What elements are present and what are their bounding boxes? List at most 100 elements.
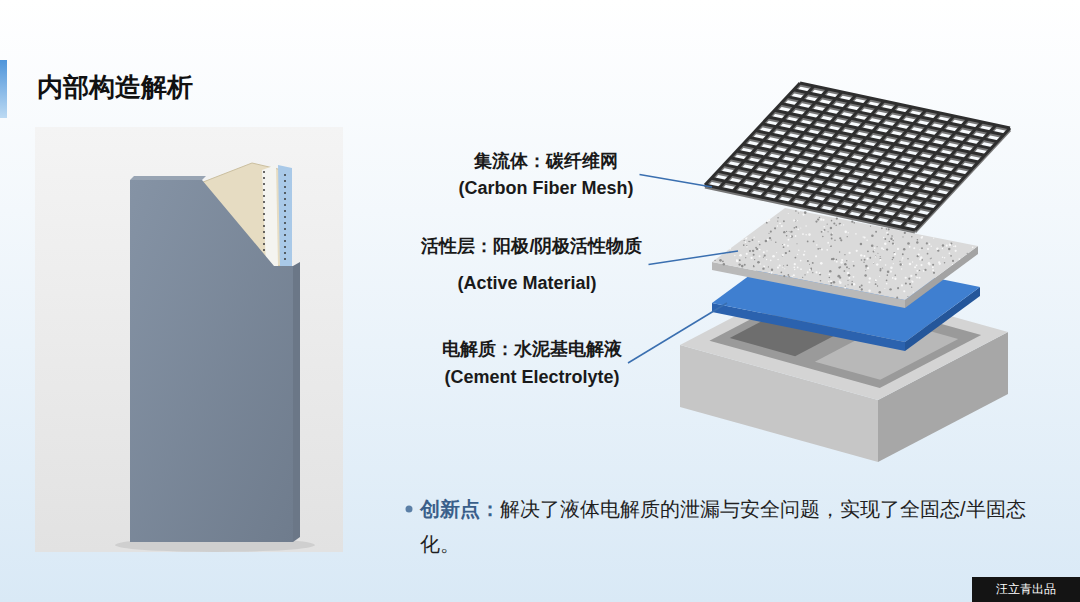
speckle	[931, 258, 932, 259]
speckle	[771, 272, 772, 273]
speckle	[807, 241, 809, 243]
watermark: 汪立青出品	[972, 577, 1080, 602]
speckle	[838, 266, 840, 268]
speckle	[745, 238, 747, 240]
speckle	[794, 219, 796, 221]
speckle	[830, 245, 832, 247]
speckle	[881, 228, 883, 230]
speckle	[942, 257, 944, 259]
speckle	[912, 261, 913, 262]
speckle	[833, 281, 836, 284]
speckle	[785, 252, 787, 254]
speckle	[916, 241, 918, 243]
inner-layer-white	[262, 165, 278, 266]
speckle	[873, 251, 875, 253]
speckle	[748, 241, 749, 242]
speckle	[874, 250, 875, 251]
callout-label: 电解质：水泥基电解液	[442, 338, 622, 360]
speckle	[819, 248, 820, 249]
speckle	[909, 246, 911, 248]
speckle	[932, 269, 934, 271]
speckle	[877, 285, 878, 286]
speckle	[852, 261, 853, 262]
speckle	[758, 241, 760, 243]
speckle	[879, 259, 881, 261]
speckle	[887, 270, 890, 273]
speckle	[836, 218, 838, 220]
speckle	[800, 227, 801, 228]
speckle	[762, 267, 764, 269]
speckle	[829, 270, 831, 272]
speckle	[869, 257, 871, 259]
speckle	[848, 268, 849, 269]
speckle	[863, 262, 864, 263]
speckle	[866, 240, 867, 241]
speckle	[868, 290, 870, 292]
speckle	[894, 253, 896, 255]
speckle	[848, 277, 850, 279]
inner-layer-blue	[278, 165, 292, 266]
speckle	[899, 261, 900, 262]
speckle	[903, 290, 905, 292]
speckle	[877, 246, 878, 247]
speckle	[867, 267, 869, 269]
speckle	[757, 261, 760, 264]
speckle	[776, 252, 777, 253]
speckle	[942, 248, 943, 249]
speckle	[923, 270, 925, 272]
speckle	[939, 263, 941, 265]
speckle	[915, 274, 917, 276]
speckle	[865, 270, 866, 271]
speckle	[841, 259, 843, 261]
speckle	[914, 266, 916, 268]
speckle	[892, 277, 894, 279]
speckle	[830, 234, 832, 236]
speckle	[913, 247, 915, 249]
layer-dot	[263, 207, 265, 209]
speckle	[844, 287, 846, 289]
speckle	[886, 279, 888, 281]
speckle	[895, 274, 897, 276]
speckle	[853, 222, 855, 224]
speckle	[936, 248, 938, 250]
speckle	[804, 211, 807, 214]
leader-line	[649, 251, 738, 265]
mesh-fiber	[800, 83, 1010, 128]
speckle	[787, 239, 789, 241]
layer-dot	[263, 219, 265, 221]
speckle	[768, 233, 769, 234]
speckle	[972, 247, 974, 249]
speckle	[839, 237, 841, 239]
block-front-face	[130, 180, 293, 542]
speckle	[944, 262, 946, 264]
speckle	[723, 263, 725, 265]
layer-dot	[284, 204, 286, 206]
speckle	[820, 262, 823, 265]
speckle	[815, 255, 817, 257]
layer-dot	[284, 234, 286, 236]
speckle	[892, 240, 893, 241]
speckle	[819, 217, 821, 219]
speckle	[833, 222, 835, 224]
speckle	[860, 243, 862, 245]
speckle	[753, 236, 755, 238]
speckle	[867, 250, 869, 252]
speckle	[839, 223, 841, 225]
speckle	[804, 274, 805, 275]
speckle	[863, 255, 865, 257]
speckle	[950, 255, 952, 257]
speckle	[875, 231, 877, 233]
layer-dot	[284, 198, 286, 200]
speckle	[911, 280, 912, 281]
speckle	[901, 268, 902, 269]
speckle	[768, 266, 769, 267]
speckle	[763, 256, 764, 257]
speckle	[904, 232, 906, 234]
speckle	[913, 292, 914, 293]
speckle	[793, 274, 795, 276]
layer-dot	[284, 186, 286, 188]
speckle	[846, 266, 848, 268]
speckle	[815, 220, 817, 222]
speckle	[812, 272, 813, 273]
